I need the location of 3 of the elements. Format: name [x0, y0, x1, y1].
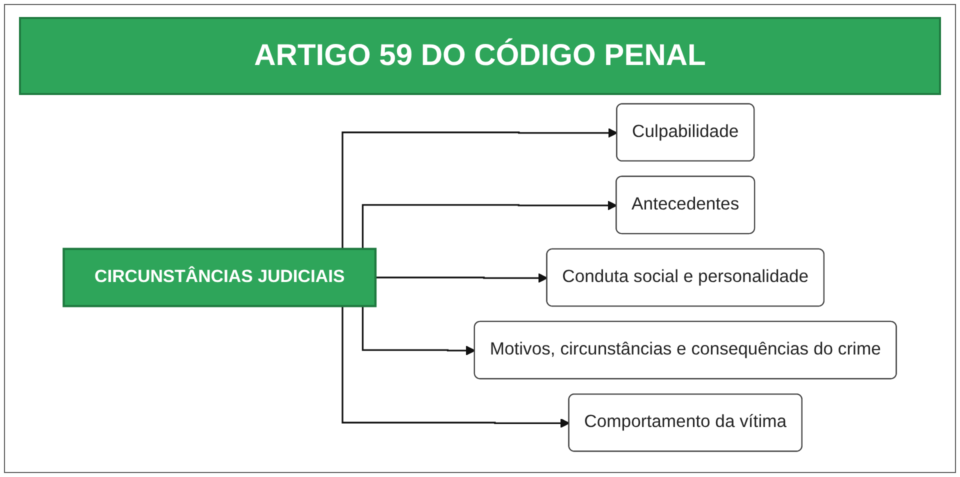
title-banner: ARTIGO 59 DO CÓDIGO PENAL: [19, 17, 941, 95]
arrow: [375, 273, 548, 283]
node-box: CIRCUNSTÂNCIAS JUDICIAIS: [62, 248, 377, 308]
